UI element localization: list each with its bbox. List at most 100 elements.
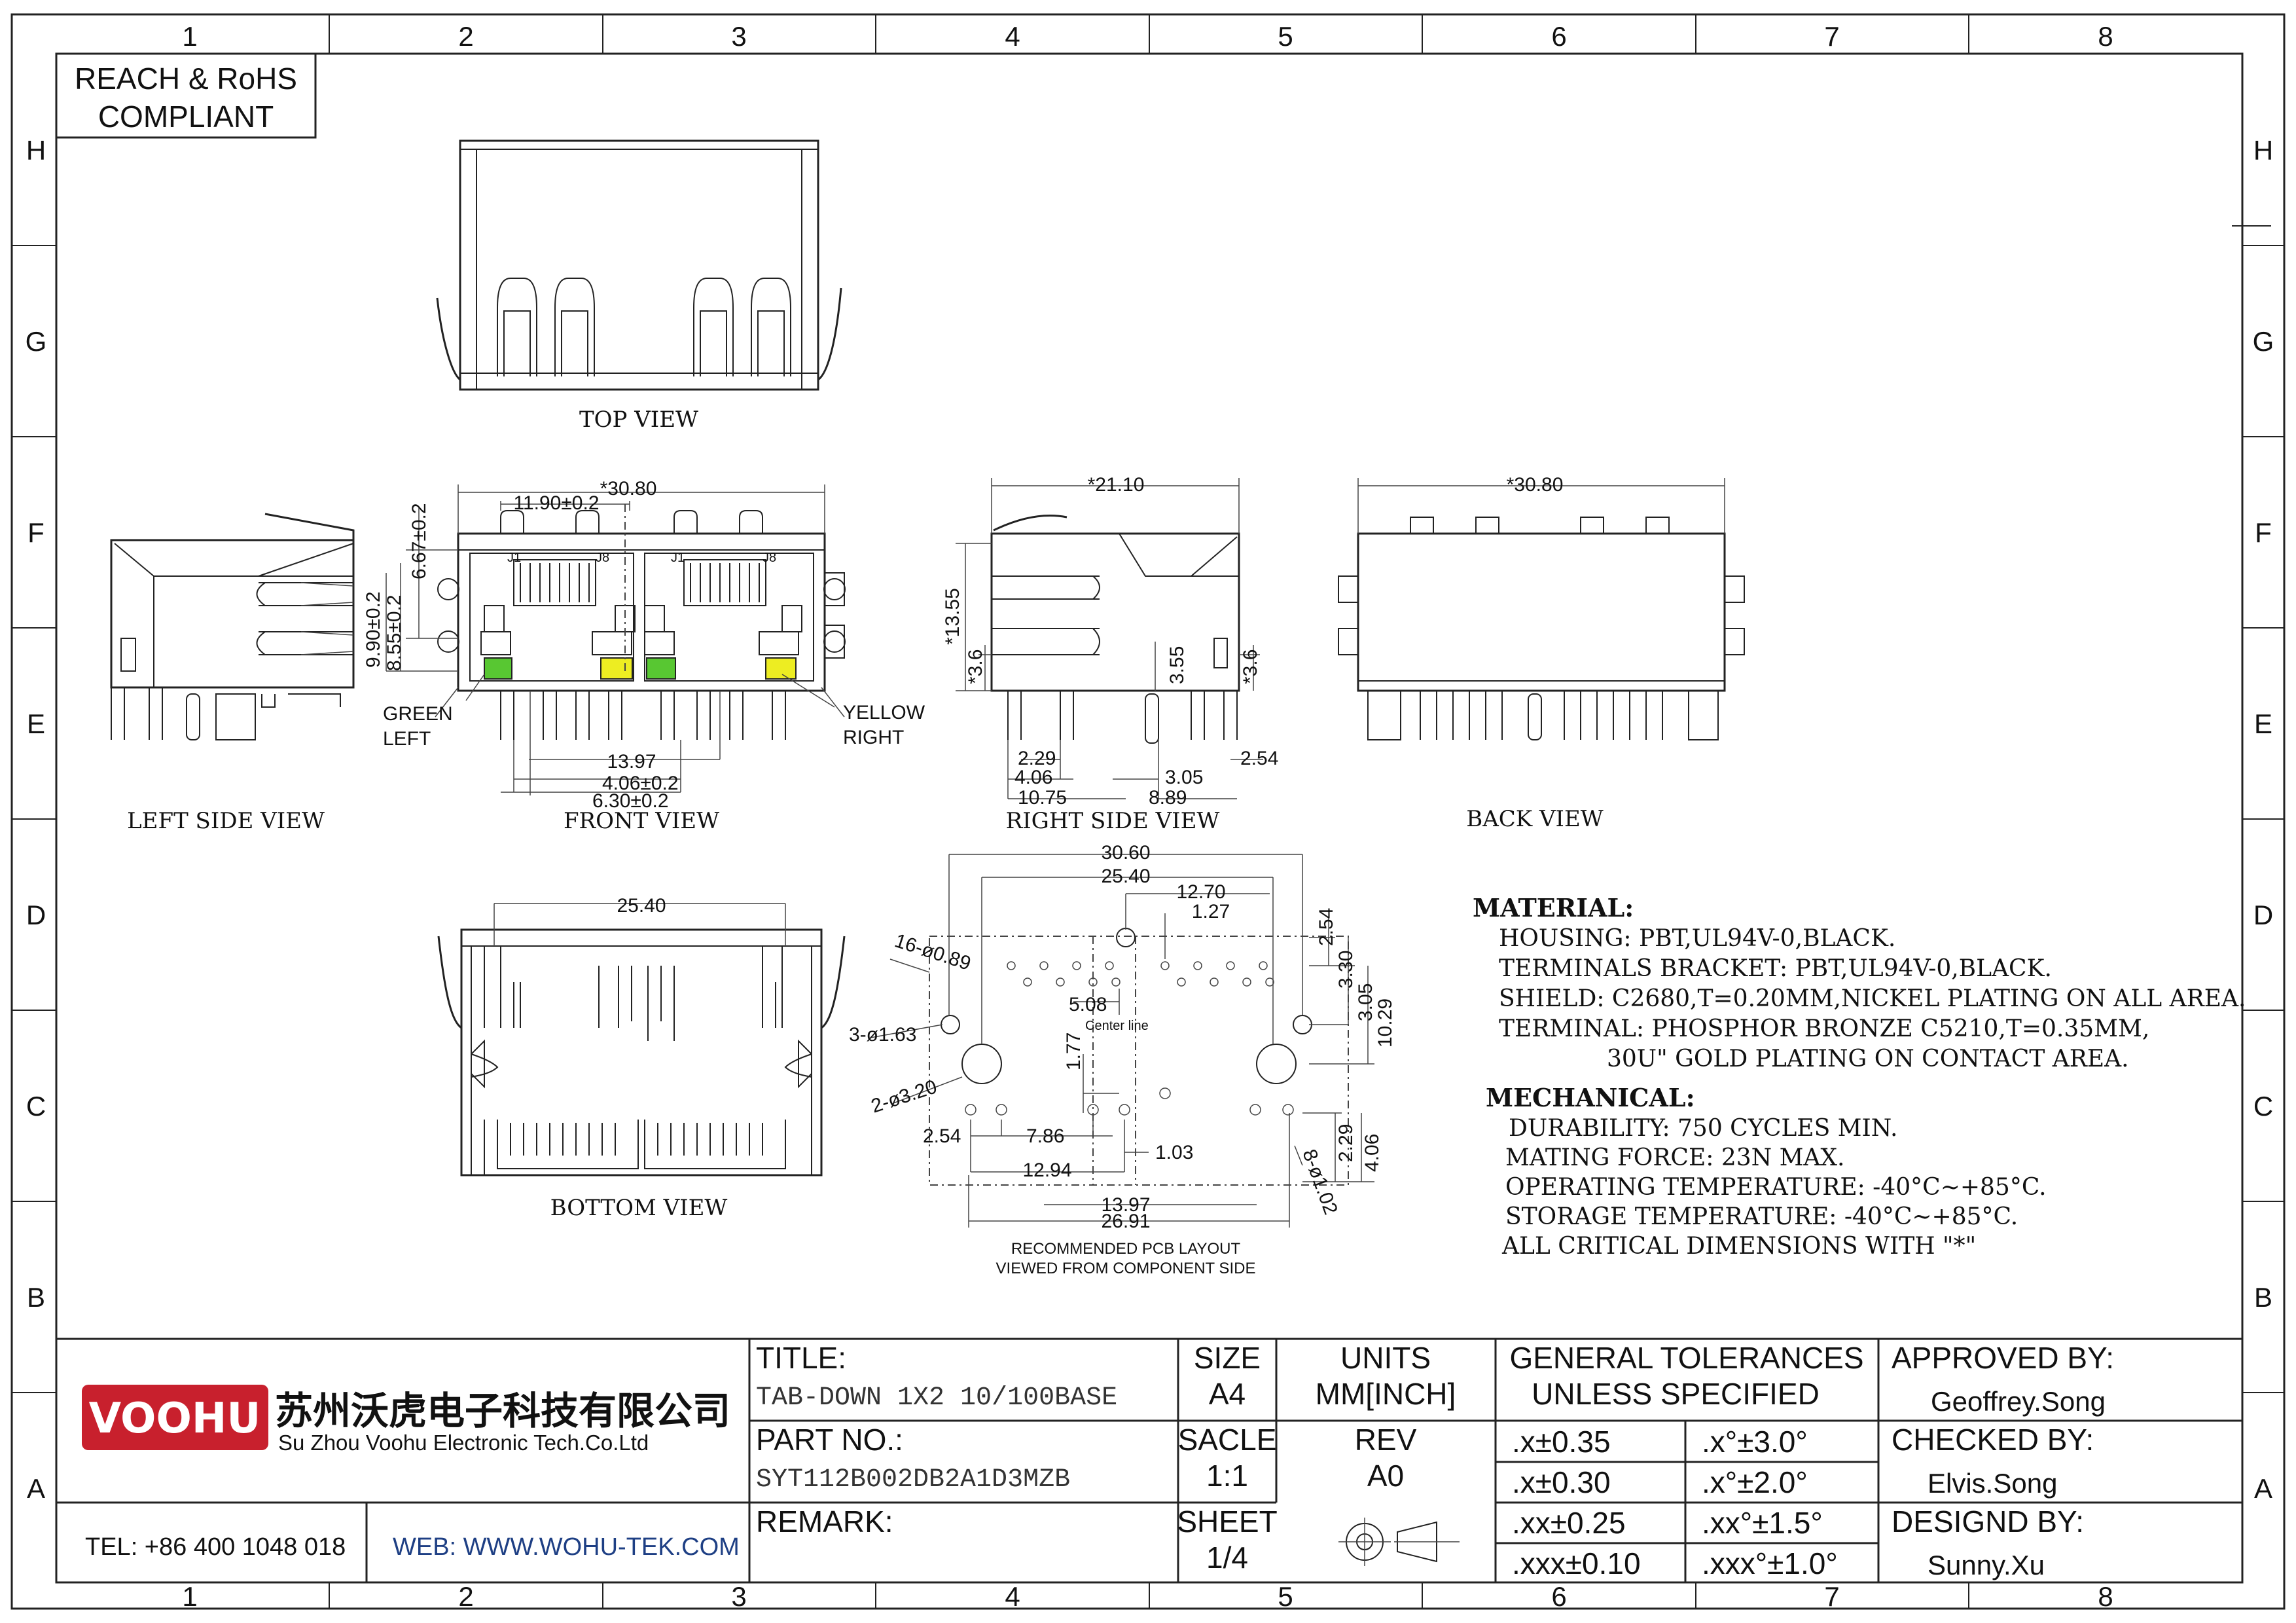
dim-pcb-2-54: 2.54: [1316, 908, 1337, 946]
zone-row-b: B: [27, 1282, 45, 1313]
remark-label: REMARK:: [756, 1504, 893, 1539]
led-green-left: [484, 657, 512, 680]
dim-pcb-3-30: 3.30: [1335, 951, 1357, 989]
company-logo: VOOHU: [82, 1385, 268, 1450]
right-side-view-dims: *21.10 *13.55 *3.6 3.55 *3.6 2.29 4.06 3…: [942, 474, 1278, 809]
scale-label: SACLE: [1178, 1423, 1277, 1457]
dim-pcb-1-77: 1.77: [1063, 1032, 1085, 1070]
part-label: PART NO.:: [756, 1423, 903, 1457]
material-title: MATERIAL:: [1473, 893, 1634, 922]
dim-front-13-97: 13.97: [607, 751, 656, 773]
dim-right-10-75: 10.75: [1018, 787, 1067, 809]
material-line-5: 30U" GOLD PLATING ON CONTACT AREA.: [1607, 1046, 2129, 1072]
zone-col-8: 8: [2098, 21, 2113, 52]
zone-row-g-right: G: [2253, 326, 2274, 357]
top-view-label: TOP VIEW: [579, 407, 698, 433]
material-line-3: SHIELD: C2680,T=0.20MM,NICKEL PLATING ON…: [1499, 985, 2246, 1012]
back-view-label: BACK VIEW: [1466, 806, 1604, 832]
tol-x-deg: .x°±3.0°: [1702, 1425, 1808, 1459]
dim-pcb-26-91: 26.91: [1101, 1211, 1150, 1232]
tolerance-label-2: UNLESS SPECIFIED: [1532, 1377, 1820, 1411]
size-value: A4: [1209, 1377, 1246, 1411]
left-side-view-drawing: [110, 513, 355, 740]
dim-pcb-30-60: 30.60: [1101, 842, 1150, 864]
zone-row-d-right: D: [2253, 900, 2273, 930]
zone-col-6: 6: [1551, 21, 1566, 52]
projection-symbol-icon: [1338, 1518, 1460, 1566]
designed-value: Sunny.Xu: [1928, 1550, 2045, 1580]
zone-col-2-bottom: 2: [458, 1581, 473, 1612]
dim-pcb-3-163: 3-ø1.63: [849, 1024, 916, 1046]
spec-notes: MATERIAL: HOUSING: PBT,UL94V-0,BLACK. TE…: [1473, 893, 2246, 1260]
dim-pcb-1-03: 1.03: [1155, 1142, 1193, 1163]
tol-x1-deg: .x°±2.0°: [1702, 1465, 1808, 1499]
dim-front-9-90: 9.90±0.2: [363, 591, 384, 668]
right-side-view-drawing: [956, 478, 1263, 799]
zone-col-3: 3: [731, 21, 746, 52]
zone-col-4-bottom: 4: [1005, 1581, 1020, 1612]
dim-right-13-55: *13.55: [942, 588, 963, 645]
material-line-1: HOUSING: PBT,UL94V-0,BLACK.: [1499, 925, 1895, 952]
zone-col-1: 1: [182, 21, 197, 52]
dim-front-11-90: 11.90±0.2: [513, 492, 599, 514]
designed-label: DESIGND BY:: [1892, 1504, 2084, 1539]
units-value: MM[INCH]: [1316, 1377, 1456, 1411]
zone-row-g: G: [26, 326, 47, 357]
zone-row-h-right: H: [2253, 135, 2273, 166]
led-green-left-2: [646, 657, 676, 680]
tol-xx-deg: .xx°±1.5°: [1702, 1506, 1823, 1540]
compliance-line2: COMPLIANT: [98, 100, 274, 134]
dim-right-3-05: 3.05: [1165, 767, 1203, 788]
title-label: TITLE:: [756, 1341, 846, 1375]
label-yellow: YELLOW: [843, 702, 925, 723]
led-yellow-right-2: [765, 657, 797, 680]
dim-pcb-3-05: 3.05: [1355, 983, 1376, 1021]
mechanical-line-1: DURABILITY: 750 CYCLES MIN.: [1509, 1115, 1897, 1142]
zone-col-8-bottom: 8: [2098, 1581, 2113, 1612]
company-name-cn: 苏州沃虎电子科技有限公司: [275, 1389, 730, 1433]
dim-front-6-67: 6.67±0.2: [408, 503, 430, 579]
zone-row-a-right: A: [2254, 1473, 2272, 1504]
port-j1-right: J1: [671, 551, 685, 565]
zone-col-7-bottom: 7: [1824, 1581, 1839, 1612]
label-left: LEFT: [383, 728, 431, 750]
zone-row-d: D: [26, 900, 46, 930]
zone-col-4: 4: [1005, 21, 1020, 52]
dim-front-4-06: 4.06±0.2: [602, 773, 679, 794]
tol-x: .x±0.35: [1512, 1425, 1611, 1459]
approved-value: Geoffrey.Song: [1931, 1386, 2106, 1417]
company-name-en: Su Zhou Voohu Electronic Tech.Co.Ltd: [278, 1431, 649, 1455]
dim-back-30-80: *30.80: [1507, 474, 1564, 496]
dim-front-width: *30.80: [600, 478, 657, 500]
pcb-caption-line1: RECOMMENDED PCB LAYOUT: [1011, 1240, 1241, 1258]
right-side-view-label: RIGHT SIDE VIEW: [1006, 808, 1220, 834]
dim-pcb-13-97: 13.97: [1101, 1194, 1150, 1216]
rev-value: A0: [1367, 1459, 1404, 1493]
left-side-view-label: LEFT SIDE VIEW: [127, 808, 325, 834]
dim-right-3-6b: *3.6: [1240, 649, 1261, 684]
tol-x1: .x±0.30: [1512, 1465, 1611, 1499]
top-view-drawing: [436, 139, 842, 391]
label-center-line: Center line: [1085, 1019, 1149, 1033]
dim-right-3-6: *3.6: [965, 649, 986, 684]
back-view-drawing: [1338, 478, 1745, 740]
dim-pcb-1-27: 1.27: [1192, 901, 1230, 922]
compliance-line1: REACH & RoHS: [75, 62, 297, 96]
dim-front-6-30: 6.30±0.2: [592, 790, 669, 812]
label-right: RIGHT: [843, 727, 904, 748]
material-line-4: TERMINAL: PHOSPHOR BRONZE C5210,T=0.35MM…: [1499, 1015, 2149, 1042]
zone-col-3-bottom: 3: [731, 1581, 746, 1612]
mechanical-line-5: ALL CRITICAL DIMENSIONS WITH "*": [1501, 1233, 1976, 1260]
mechanical-title: MECHANICAL:: [1486, 1083, 1695, 1112]
mechanical-line-4: STORAGE TEMPERATURE: -40°C~+85°C.: [1505, 1203, 2018, 1230]
dim-pcb-12-94: 12.94: [1022, 1159, 1071, 1181]
company-tel: TEL: +86 400 1048 018: [85, 1533, 346, 1561]
dim-pcb-7-86: 7.86: [1026, 1125, 1064, 1147]
zone-col-1-bottom: 1: [182, 1581, 197, 1612]
logo-text: VOOHU: [89, 1395, 261, 1443]
dim-right-2-54: 2.54: [1240, 748, 1278, 769]
dim-right-21-10: *21.10: [1088, 474, 1145, 496]
zone-row-e-right: E: [2254, 708, 2272, 739]
dim-right-2-29: 2.29: [1018, 748, 1056, 769]
